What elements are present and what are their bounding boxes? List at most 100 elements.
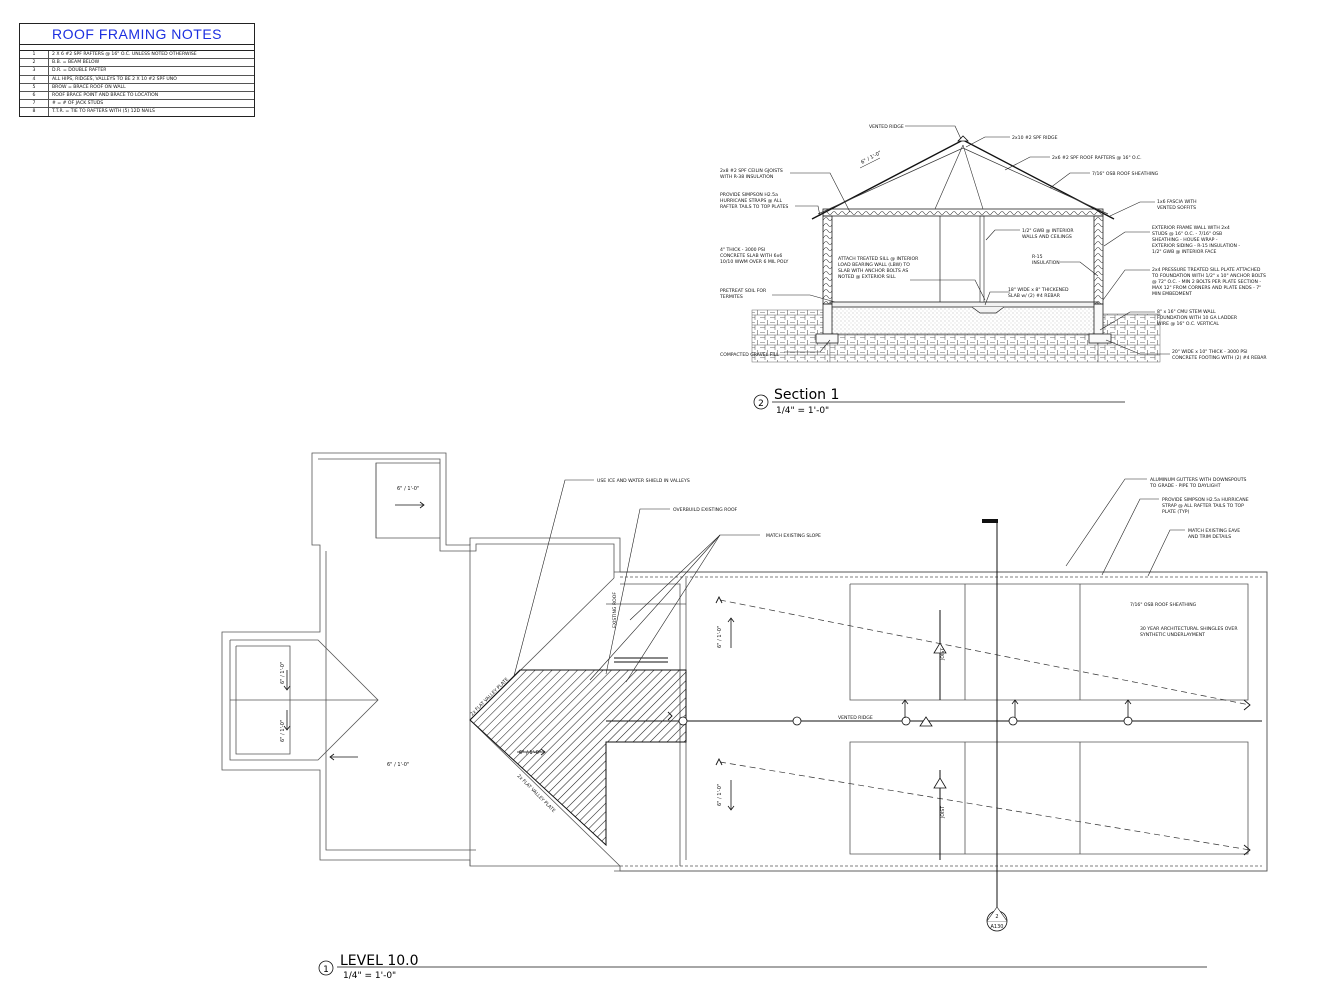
slope-label: 6" / 1'-0" [387, 762, 409, 768]
section-leaders [772, 125, 1170, 355]
section-slope-line [859, 157, 881, 169]
section-ref-arrow [986, 906, 1008, 922]
label-wall: EXTERIOR FRAME WALL WITH 2x4 [1152, 225, 1230, 231]
label-sill: NOTED @ EXTERIOR SILL [838, 274, 896, 280]
label-ridge: 2x10 #2 SPF RIDGE [1012, 135, 1058, 141]
note-text: ROOF BRACE POINT AND BRACE TO LOCATION [52, 92, 159, 98]
label-footing: 20" WIDE x 10" THICK - 3000 PSI [1172, 349, 1247, 355]
section-number-bubble [753, 394, 769, 410]
label-r15: R-15 [1032, 254, 1043, 260]
plan-title-block: 1 LEVEL 10.0 1/4" = 1'-0" [318, 953, 1207, 981]
plan-number: 1 [323, 965, 329, 975]
label-wall: 1/2" GWB @ INTERIOR FACE [1152, 249, 1217, 255]
label-sill: LOAD BEARING WALL (LBW) TO [838, 262, 910, 268]
label-ceiling-joists: 2x8 #2 SPF CEILIN GJOISTS [720, 168, 783, 174]
concrete-slab [829, 301, 1099, 308]
note-text: BROW = BRACE ROOF ON WALL [52, 84, 126, 90]
label-joist: JOIST [940, 806, 946, 819]
section-cut-line [982, 519, 1008, 932]
note-text: # = # OF JACK STUDS [52, 101, 104, 107]
label-sill: SLAB WITH ANCHOR BOLTS AS [838, 268, 908, 274]
note-text: B.B. = BEAM BELOW [52, 60, 100, 66]
label-wall: SHEATHING - HOUSE WRAP - [1152, 237, 1218, 243]
label-overbuild: OVERBUILD EXISTING ROOF [673, 507, 738, 513]
existing-roof-outline [221, 452, 1268, 872]
label-plate: 2x4 PRESSURE TREATED SILL PLATE ATTACHED [1152, 267, 1261, 273]
footing-left [815, 333, 839, 344]
roof-rafter-inner [817, 147, 1109, 215]
label-gwb: 1/2" GWB @ INTERIOR [1022, 228, 1074, 234]
label-joist: JOIST [940, 648, 946, 661]
note-number: 5 [20, 83, 49, 91]
section-scale: 1/4" = 1'-0" [776, 406, 829, 416]
label-thickened-slab: SLAB w/ (2) #4 REBAR [1008, 293, 1061, 299]
label-soil: PRETREAT SOIL FOR [720, 288, 767, 294]
note-number: 6 [20, 91, 49, 100]
label-plate: @ 72" O.C. - MIN 2 BOLTS PER PLATE SECTI… [1152, 279, 1261, 285]
label-straps: RAFTER TAILS TO TOP PLATES [720, 204, 788, 210]
section-title: Section 1 [774, 387, 839, 403]
roof-rafter-outline [811, 139, 1115, 220]
label-vented-ridge: VENTED RIDGE [869, 124, 904, 130]
label-match-slope: MATCH EXISTING SLOPE [766, 533, 821, 539]
gravel-fill [829, 305, 1099, 335]
label-osb: 7/16" OSB ROOF SHEATHING [1130, 602, 1197, 608]
interior-wall [979, 215, 985, 303]
label-straps: PLATE (TYP) [1162, 509, 1190, 515]
label-cmu: WIRE @ 16" O.C. VERTICAL [1157, 321, 1219, 327]
plan-scale: 1/4" = 1'-0" [343, 971, 396, 981]
label-slab: 4" THICK - 3000 PSI [720, 247, 765, 253]
label-fascia: 1x6 FASCIA WITH [1157, 199, 1197, 205]
label-shingles: 30 YEAR ARCHITECTURAL SHINGLES OVER [1140, 626, 1238, 632]
section-ref-sheet: A130 [991, 924, 1004, 930]
plan-number-bubble [318, 960, 334, 976]
slope-label: 6" / 1'-0" [280, 662, 286, 684]
label-straps: PROVIDE SIMPSON H2.5a [720, 192, 778, 198]
label-straps: HURRICANE STRAPS @ ALL [720, 198, 782, 204]
ceiling-joists [822, 208, 1104, 217]
note-text: ALL HIPS, RIDGES, VALLEYS TO BE 2 X 10 #… [52, 76, 177, 82]
label-straps: PROVIDE SIMPSON H2.5a HURRICANE [1162, 497, 1249, 503]
note-text: 2 X 6 #2 SPF RAFTERS @ 16" O.C. UNLESS N… [52, 52, 197, 57]
label-eave: MATCH EXISTING EAVE [1188, 528, 1240, 534]
plan-arrows [283, 501, 1132, 811]
ridge-vent-symbols [678, 642, 1133, 789]
label-eave: AND TRIM DETAILS [1188, 534, 1231, 540]
label-wall: EXTERIOR SIDING - R-15 INSULATION - [1152, 243, 1240, 249]
slope-dashes [719, 599, 1251, 851]
note-number: 7 [20, 100, 49, 108]
label-vented-ridge: VENTED RIDGE [838, 715, 873, 721]
label-wall: STUDS @ 16" O.C. - 7/16" OSB [1152, 231, 1222, 237]
label-footing: CONCRETE FOOTING WITH (2) #4 REBAR [1172, 355, 1267, 361]
section-slope-label: 6" / 1'-0" [860, 150, 882, 166]
label-r15: INSULATION [1032, 260, 1060, 266]
label-gutters: ALUMINUM GUTTERS WITH DOWNSPOUTS [1150, 477, 1247, 483]
section-ref-number: 2 [995, 914, 998, 920]
note-text: D.R. = DOUBLE RAFTER [52, 68, 107, 74]
section-number: 2 [758, 399, 764, 409]
label-gravel: COMPACTED GRAVEL FILL [720, 352, 779, 358]
slope-label: 6" / 1'-0" [717, 784, 723, 806]
footing-right [1088, 333, 1112, 344]
label-ceiling-joists: WITH R-38 INSULATION [720, 174, 773, 180]
west-wing [229, 639, 379, 761]
valley-line [469, 719, 621, 867]
exterior-wall-right [1093, 215, 1104, 305]
label-sill: ATTACH TREATED SILL @ INTERIOR [838, 256, 919, 262]
ground-soil-under-slab [829, 333, 1099, 363]
slope-label: 6" / 1'-0" [519, 750, 541, 756]
note-row: 7# = # OF JACK STUDS [20, 100, 254, 109]
note-number: 2 [20, 59, 49, 67]
label-cmu: 8" x 16" CMU STEM WALL [1157, 309, 1216, 315]
note-number: 4 [20, 75, 49, 83]
label-thickened-slab: 18" WIDE x 8" THICKENED [1008, 287, 1069, 293]
roof-plan [221, 452, 1268, 872]
stem-wall-right [1093, 303, 1104, 335]
